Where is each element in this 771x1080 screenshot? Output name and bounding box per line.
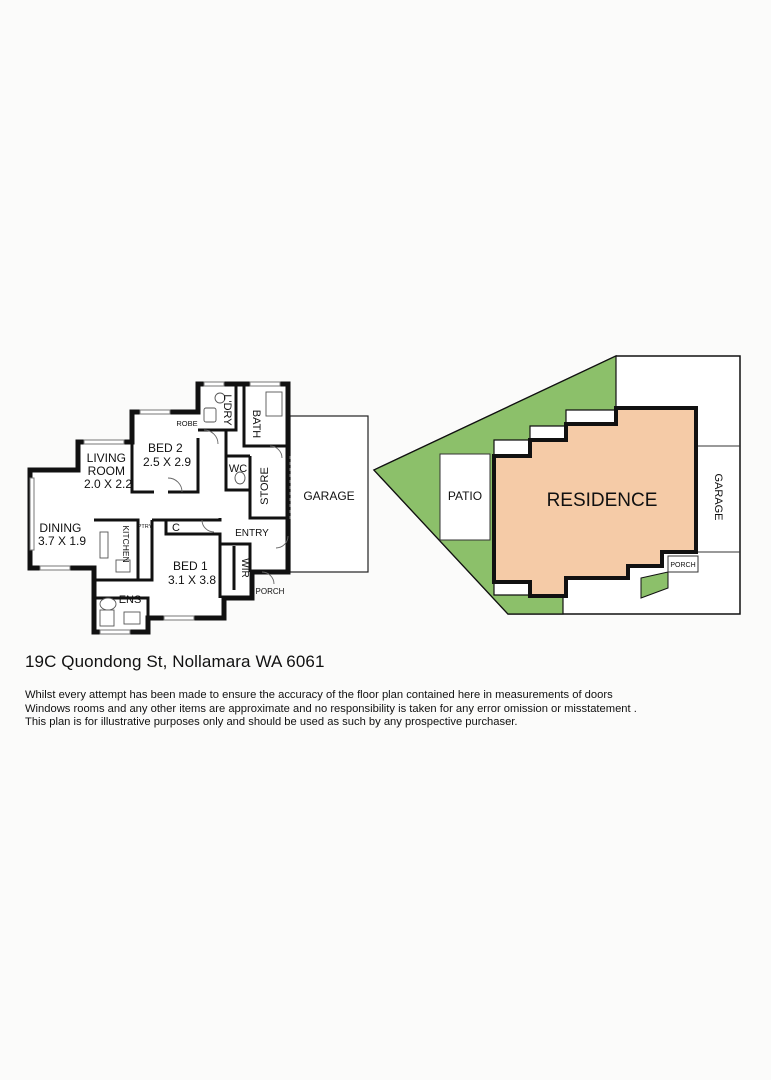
room-label-wc: WC xyxy=(229,463,247,475)
patio-area xyxy=(439,453,491,541)
site-lines xyxy=(698,445,740,553)
room-label-bed2: BED 2 2.5 X 2.9 xyxy=(143,441,191,469)
room-label-kitchen: KITCHEN xyxy=(121,525,131,562)
interior-walls xyxy=(92,386,288,618)
site-plan: PATIO RESIDENCE GARAGE PORCH xyxy=(372,355,741,615)
room-label-pantry: PTRY xyxy=(138,524,153,530)
room-label-cupboard: C xyxy=(172,522,180,534)
front-lawn xyxy=(640,571,669,599)
site-label-porch: PORCH xyxy=(670,562,695,569)
disclaimer: Whilst every attempt has been made to en… xyxy=(25,689,745,730)
room-label-entry: ENTRY xyxy=(235,528,269,539)
room-label-bed1: BED 1 3.1 X 3.8 xyxy=(168,559,216,587)
room-label-bath: BATH xyxy=(250,410,262,439)
site-label-garage: GARAGE xyxy=(712,473,724,520)
room-label-living: LIVING ROOM 2.0 X 2.2 xyxy=(84,451,132,491)
site-label-residence: RESIDENCE xyxy=(547,490,658,511)
disclaimer-line: Whilst every attempt has been made to en… xyxy=(25,689,613,701)
room-label-ensuite: ENS xyxy=(119,594,142,606)
site-porch-box xyxy=(667,555,699,573)
garage-outline xyxy=(289,415,369,573)
room-label-wir: WIR xyxy=(239,558,250,577)
room-label-dining: DINING 3.7 X 1.9 xyxy=(38,521,86,548)
floor-plan: LIVING ROOM 2.0 X 2.2 DINING 3.7 X 1.9 B… xyxy=(27,381,369,635)
room-label-porch: PORCH xyxy=(256,587,285,596)
residence-area xyxy=(492,406,698,598)
room-label-garage: GARAGE xyxy=(303,489,354,503)
doors xyxy=(167,429,289,585)
site-labels: PATIO RESIDENCE GARAGE PORCH xyxy=(448,473,724,569)
room-label-robe: ROBE xyxy=(176,419,197,428)
room-label-laundry: L'DRY xyxy=(221,394,233,426)
windows xyxy=(29,381,281,635)
disclaimer-line: Windows rooms and any other items are ap… xyxy=(25,702,637,715)
site-label-patio: PATIO xyxy=(448,489,482,503)
disclaimer-line: This plan is for illustrative purposes o… xyxy=(25,716,518,728)
room-label-store: STORE xyxy=(259,467,271,505)
fixtures xyxy=(99,391,283,627)
floor-labels: LIVING ROOM 2.0 X 2.2 DINING 3.7 X 1.9 B… xyxy=(38,394,355,606)
address: 19C Quondong St, Nollamara WA 6061 xyxy=(25,652,325,671)
